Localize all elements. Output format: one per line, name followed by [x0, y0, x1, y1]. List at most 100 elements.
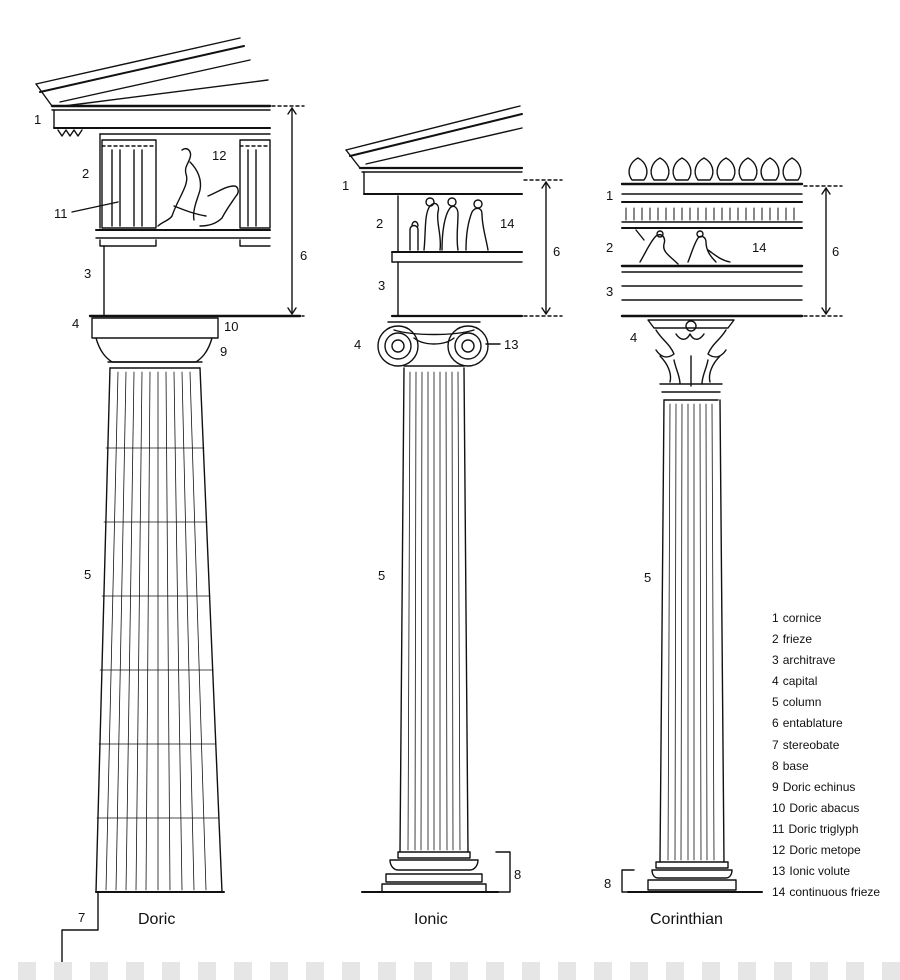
callout-corinthian-2: 2	[606, 240, 613, 255]
callout-corinthian-4: 4	[630, 330, 637, 345]
doric-shaft	[95, 367, 223, 893]
doric-abacus	[91, 317, 219, 339]
callout-ionic-13: 13	[504, 337, 518, 352]
legend-text: capital	[782, 674, 818, 689]
callout-doric-11: 11	[54, 206, 68, 221]
doric-metope-sculpture	[157, 148, 239, 227]
doric-cornice	[51, 109, 271, 137]
doric-triglyph-right	[239, 139, 271, 229]
ionic-capital	[377, 321, 501, 367]
callout-ionic-6: 6	[553, 244, 560, 259]
legend-num: 11	[772, 821, 785, 836]
legend-num: 7	[772, 737, 779, 752]
doric-stereobate	[61, 891, 99, 963]
legend-text: Doric triglyph	[788, 821, 859, 836]
corinthian-acroteria	[628, 157, 802, 181]
ionic-volute-left	[377, 325, 419, 367]
doric-pediment	[35, 37, 272, 108]
callout-ionic-3: 3	[378, 278, 385, 293]
ionic-volute-right	[447, 325, 489, 367]
corinthian-base-bracket	[621, 869, 635, 893]
callout-doric-10: 10	[224, 319, 238, 334]
callout-doric-12: 12	[212, 148, 226, 163]
callout-doric-2: 2	[82, 166, 89, 181]
legend-text: Doric echinus	[782, 779, 856, 794]
legend-num: 5	[772, 695, 779, 710]
doric-frieze	[99, 133, 271, 229]
doric-echinus	[95, 337, 213, 363]
callout-doric-5: 5	[84, 567, 91, 582]
legend-num: 8	[772, 758, 779, 773]
legend-text: Doric abacus	[789, 800, 860, 815]
ionic-base-bracket	[495, 851, 511, 893]
callout-corinthian-1: 1	[606, 188, 613, 203]
legend-num: 13	[772, 864, 786, 879]
callout-ionic-5: 5	[378, 568, 385, 583]
ionic-shaft	[399, 367, 469, 853]
ionic-architrave	[390, 261, 524, 318]
callout-corinthian-5: 5	[644, 570, 651, 585]
callout-corinthian-6: 6	[832, 244, 839, 259]
callout-ionic-2: 2	[376, 216, 383, 231]
ionic-cornice	[361, 171, 523, 195]
doric-architrave	[88, 245, 302, 318]
corinthian-cornice	[620, 182, 804, 229]
corinthian-architrave	[620, 285, 804, 318]
legend-text: frieze	[782, 632, 813, 647]
legend-text: Doric metope	[789, 843, 861, 858]
legend-num: 1	[772, 611, 779, 625]
callout-ionic-1: 1	[342, 178, 349, 193]
legend-text: base	[782, 758, 809, 773]
corinthian-base	[627, 861, 763, 893]
legend-num: 4	[772, 674, 779, 689]
callout-doric-9: 9	[220, 344, 227, 359]
legend-text: stereobate	[782, 737, 840, 752]
callout-corinthian-3: 3	[606, 284, 613, 299]
callout-doric-6: 6	[300, 248, 307, 263]
ionic-order	[345, 105, 563, 893]
callout-corinthian-8: 8	[604, 876, 611, 891]
legend-num: 6	[772, 716, 779, 731]
corinthian-entablature-bracket	[803, 185, 843, 317]
legend-text: architrave	[782, 653, 836, 668]
transparency-checker-strip	[0, 962, 900, 980]
callout-doric-4: 4	[72, 316, 79, 331]
callout-ionic-4: 4	[354, 337, 361, 352]
legend-text: column	[782, 695, 822, 710]
legend-num: 2	[772, 632, 779, 647]
callout-doric-1: 1	[34, 112, 41, 127]
legend-num: 14	[772, 885, 786, 900]
ionic-entablature-bracket	[523, 179, 563, 317]
corinthian-continuous-frieze	[635, 229, 731, 265]
legend-num: 9	[772, 779, 779, 794]
legend-num: 3	[772, 653, 779, 668]
corinthian-order	[620, 157, 843, 893]
ionic-base	[361, 851, 499, 893]
corinthian-shaft	[659, 399, 725, 863]
ionic-continuous-frieze	[397, 195, 489, 253]
doric-triglyph	[101, 139, 157, 229]
legend-text: continuous frieze	[789, 885, 881, 900]
callout-doric-3: 3	[84, 266, 91, 281]
legend-text: entablature	[782, 716, 843, 731]
callout-ionic-8: 8	[514, 867, 521, 882]
legend-text: cornice	[782, 611, 822, 625]
corinthian-capital	[647, 319, 735, 401]
doric-entablature-bracket	[271, 105, 305, 317]
legend-num: 12	[772, 843, 786, 858]
